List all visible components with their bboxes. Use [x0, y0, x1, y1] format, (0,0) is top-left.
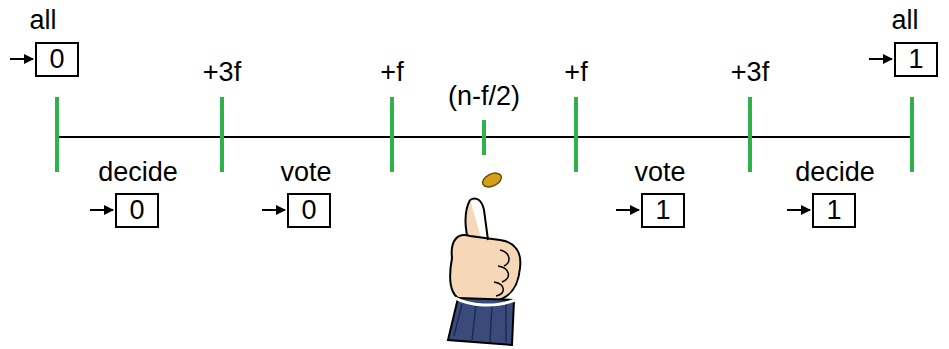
axis-mark: +f: [564, 59, 587, 86]
value-box: 1: [812, 193, 856, 228]
axis-mark: +3f: [731, 59, 769, 86]
phase-label: decide: [795, 159, 875, 186]
phase-label: vote: [280, 159, 331, 186]
box-value: 0: [301, 197, 316, 224]
box-value: 1: [826, 197, 841, 224]
axis-mark: (n-f/2): [448, 83, 520, 110]
value-box: 0: [35, 42, 79, 77]
box-value: 0: [49, 46, 64, 73]
input-arrows: [10, 59, 892, 210]
box-value: 0: [129, 197, 144, 224]
box-value: 1: [655, 197, 670, 224]
axis-mark: +f: [380, 59, 403, 86]
coin-flip-hand: [448, 170, 520, 345]
phase-label: decide: [98, 159, 178, 186]
axis-mark: all: [891, 7, 918, 34]
value-box: 0: [287, 193, 331, 228]
phase-label: vote: [634, 159, 685, 186]
box-value: 1: [908, 46, 923, 73]
axis-mark: all: [29, 7, 56, 34]
value-box: 1: [894, 42, 938, 77]
value-box: 1: [641, 193, 685, 228]
axis-mark: +3f: [203, 59, 241, 86]
value-box: 0: [115, 193, 159, 228]
